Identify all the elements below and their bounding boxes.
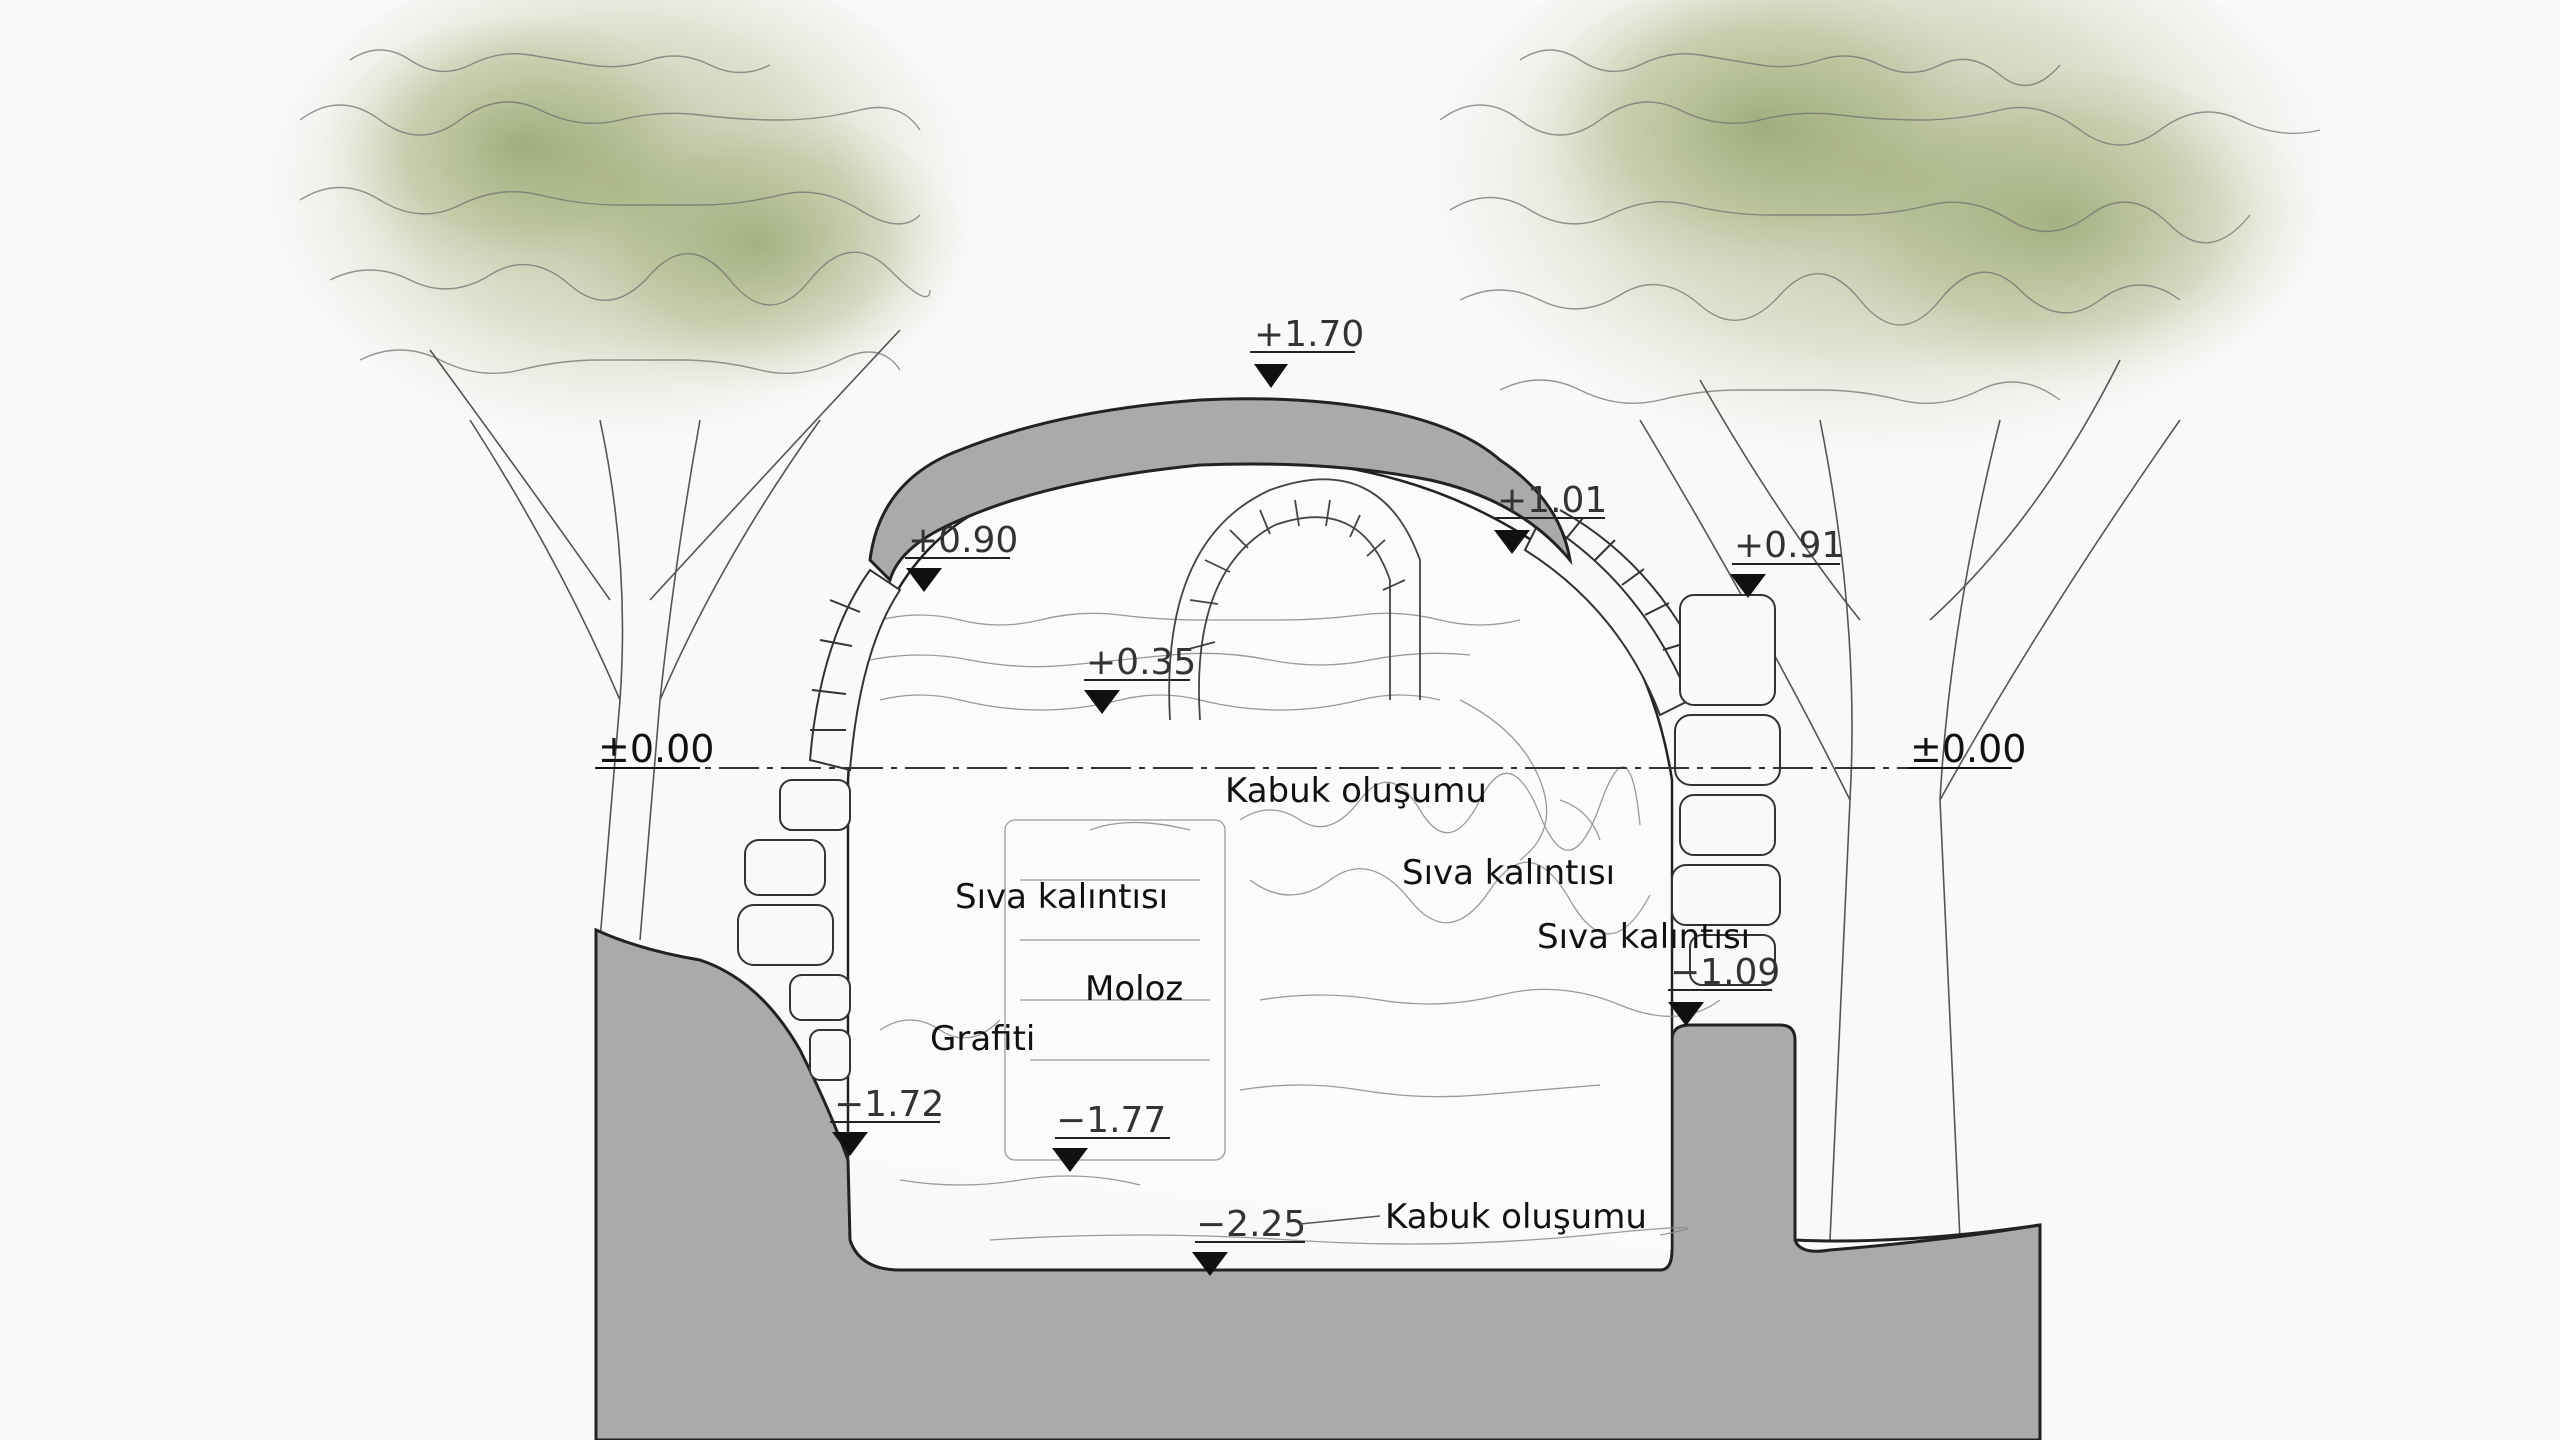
left-tree-trunk bbox=[469, 419, 821, 941]
svg-text:−1.77: −1.77 bbox=[1056, 1100, 1166, 1141]
elevation-marker-right-wall: +0.91 bbox=[1730, 525, 1844, 598]
top-crust bbox=[868, 397, 1573, 583]
annotation-graffiti: Grafiti bbox=[930, 1019, 1035, 1059]
elevation-marker-left-shoulder: +0.90 bbox=[905, 520, 1018, 592]
annotation-plaster-right: Sıva kalıntısı bbox=[1537, 917, 1750, 957]
elevation-marker-right-shoulder: +1.01 bbox=[1494, 480, 1607, 554]
svg-text:+0.91: +0.91 bbox=[1734, 525, 1844, 566]
ground-mass bbox=[594, 927, 2042, 1440]
stone-arch-left bbox=[737, 568, 902, 1081]
svg-text:+0.90: +0.90 bbox=[908, 520, 1018, 561]
svg-text:+1.70: +1.70 bbox=[1254, 314, 1364, 355]
annotation-crust-bottom: Kabuk oluşumu bbox=[1385, 1197, 1647, 1237]
elevation-marker-left-ground: −1.72 bbox=[830, 1084, 944, 1156]
elevation-marker-inner-arch: +0.35 bbox=[1084, 642, 1196, 714]
svg-text:−1.09: −1.09 bbox=[1670, 952, 1780, 993]
annotation-plaster-mid: Sıva kalıntısı bbox=[1402, 853, 1615, 893]
datum-left-label: ±0.00 bbox=[598, 727, 714, 771]
svg-text:+1.01: +1.01 bbox=[1497, 480, 1607, 521]
elevation-marker-top: +1.70 bbox=[1250, 314, 1364, 388]
svg-text:−1.72: −1.72 bbox=[834, 1084, 944, 1125]
annotation-rubble: Moloz bbox=[1085, 969, 1183, 1009]
left-tree bbox=[260, 0, 980, 941]
svg-text:+0.35: +0.35 bbox=[1086, 642, 1196, 683]
right-tree-trunk bbox=[1639, 419, 2181, 1241]
annotation-crust-top: Kabuk oluşumu bbox=[1225, 771, 1487, 811]
annotation-plaster-left: Sıva kalıntısı bbox=[955, 877, 1168, 917]
interior-texture bbox=[869, 612, 1721, 1245]
elevation-marker-right-step: −1.09 bbox=[1668, 952, 1780, 1026]
elevation-marker-floor: −2.25 bbox=[1192, 1204, 1306, 1276]
elevation-marker-rubble: −1.77 bbox=[1052, 1100, 1170, 1172]
datum-right-label: ±0.00 bbox=[1910, 727, 2026, 771]
inner-arch bbox=[1168, 478, 1421, 721]
svg-text:−2.25: −2.25 bbox=[1196, 1204, 1306, 1245]
right-tree bbox=[1420, 0, 2340, 1241]
